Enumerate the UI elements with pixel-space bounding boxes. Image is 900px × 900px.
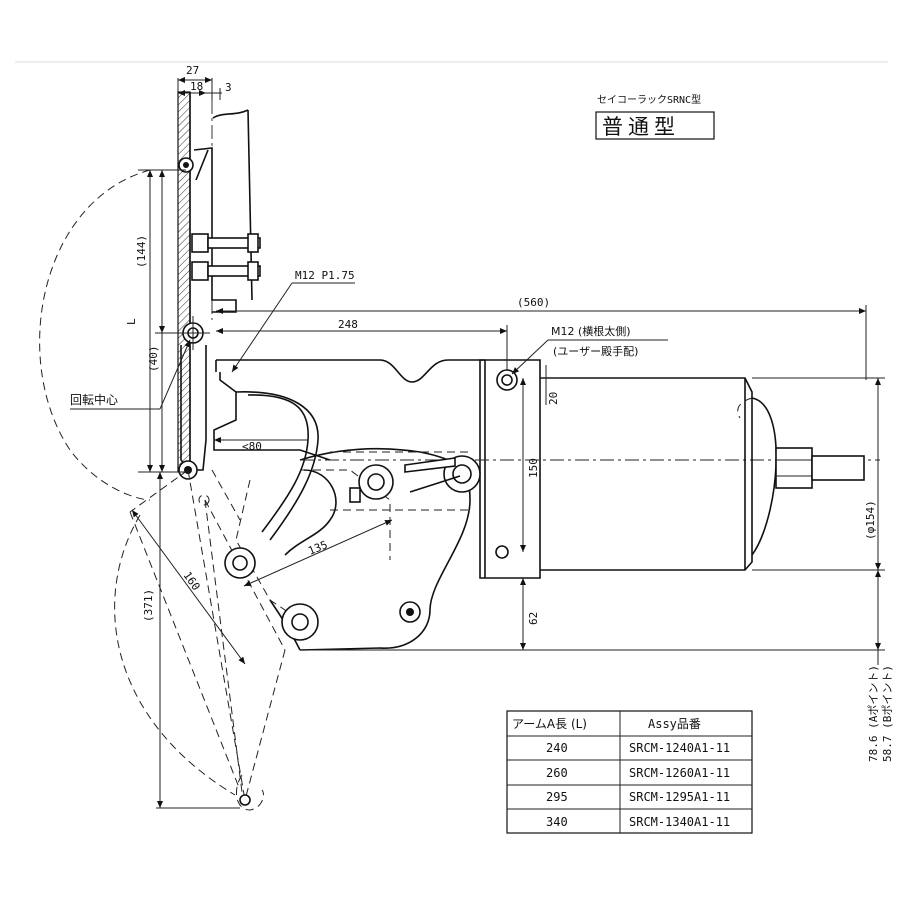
dim-160-group: 160 xyxy=(131,509,246,665)
dim-27: 27 xyxy=(186,64,199,77)
table-cell: SRCM-1260A1-11 xyxy=(629,766,730,780)
dim-18: 18 xyxy=(190,80,203,93)
dim-80-group: <80 xyxy=(214,437,308,453)
dim-3: 3 xyxy=(225,81,232,94)
dim-135: 135 xyxy=(306,538,329,557)
dim-150: 150 xyxy=(527,458,540,478)
m12-side-label: M12 (横根太側) xyxy=(551,324,631,338)
dim-80: <80 xyxy=(242,440,262,453)
cylinder-dimensions: 20 150 62 xyxy=(520,365,560,650)
dim-371: (371) xyxy=(142,589,155,622)
dim-160: 160 xyxy=(181,569,203,593)
type-box xyxy=(595,111,715,140)
table-cell: SRCM-1295A1-11 xyxy=(629,790,730,804)
user-prep-label: (ユーザー殿手配) xyxy=(553,344,638,358)
table-cell: SRCM-1240A1-11 xyxy=(629,741,730,755)
m12-p175-callout: M12 P1.75 xyxy=(231,269,355,373)
assy-table: アームA長 (L) Assy品番 240 SRCM-1240A1-11 260 … xyxy=(506,710,753,834)
pivot-center xyxy=(176,316,210,350)
right-dimensions: (φ154) 78.6 (Aポイント) 58.7 (Bポイント) xyxy=(300,377,894,762)
wall-mount xyxy=(177,91,261,473)
type-label: 普通型 xyxy=(602,115,680,139)
table-header-arm: アームA長 (L) xyxy=(512,717,587,731)
dim-135-group: 135 xyxy=(243,519,393,587)
m12-p175-label: M12 P1.75 xyxy=(295,269,355,282)
table-cell: SRCM-1340A1-11 xyxy=(629,815,730,829)
dim-560: (560) xyxy=(517,296,550,309)
dim-62: 62 xyxy=(527,612,540,625)
table-cell: 340 xyxy=(546,815,568,829)
dim-786: 78.6 (Aポイント) xyxy=(867,665,880,762)
table-cell: 260 xyxy=(546,766,568,780)
dim-248: 248 xyxy=(338,318,358,331)
dim-40: (40) xyxy=(147,346,160,373)
pivot-center-label: 回転中心 xyxy=(70,392,118,407)
pivot-label: 回転中心 xyxy=(70,339,191,410)
table-header-assy: Assy品番 xyxy=(648,717,701,731)
series-label: セイコーラックSRNC型 xyxy=(597,93,701,106)
title-block: セイコーラックSRNC型 普通型 xyxy=(595,93,715,140)
table-cell: 295 xyxy=(546,790,568,804)
dim-L: L xyxy=(125,318,138,325)
cylinder: (560) 248 xyxy=(216,296,867,571)
dim-587: 58.7 (Bポイント) xyxy=(881,665,894,762)
dim-20: 20 xyxy=(547,392,560,405)
table-cell: 240 xyxy=(546,741,568,755)
dim-144: (144) xyxy=(135,235,148,268)
dim-phi154: (φ154) xyxy=(864,500,877,540)
m12-side-callout: M12 (横根太側) (ユーザー殿手配) xyxy=(511,324,668,375)
